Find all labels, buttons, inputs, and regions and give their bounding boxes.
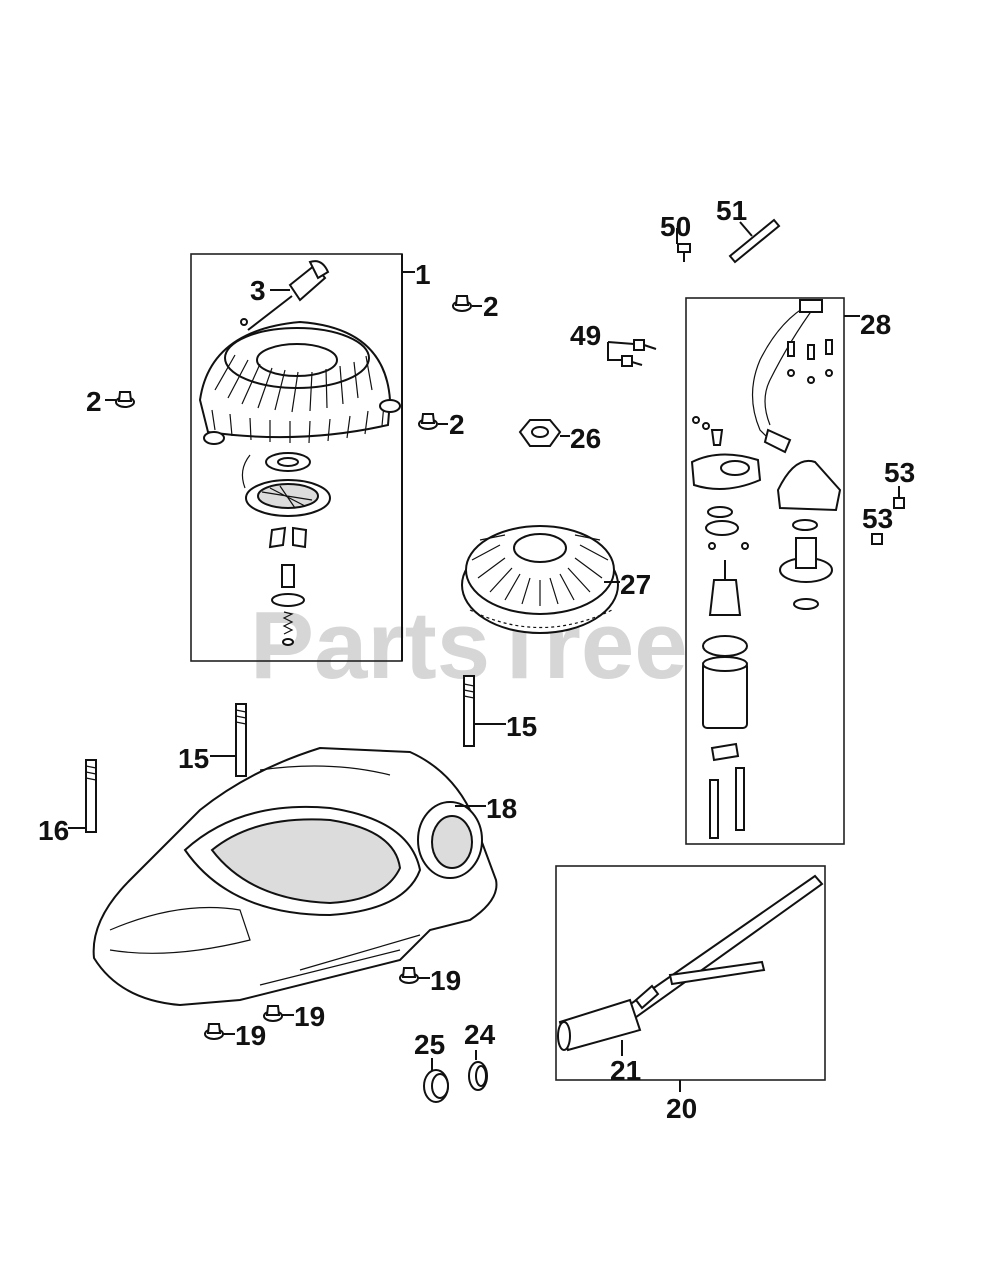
callout-3: 3 xyxy=(250,275,266,306)
callout-15a: 15 xyxy=(178,743,209,774)
blower-housing xyxy=(92,746,498,1007)
callout-19b: 19 xyxy=(294,1001,325,1032)
starter-motor-group-box xyxy=(685,297,845,845)
screw-50 xyxy=(677,243,691,262)
flange-nut-2b xyxy=(115,391,135,408)
callout-21: 21 xyxy=(610,1055,641,1086)
callout-53b: 53 xyxy=(862,503,893,534)
callout-16: 16 xyxy=(38,815,69,846)
flywheel-nut xyxy=(518,419,562,447)
callout-51: 51 xyxy=(716,195,747,226)
callout-2b: 2 xyxy=(86,386,102,417)
grommet-24 xyxy=(468,1061,488,1091)
callout-1: 1 xyxy=(415,259,431,290)
fuel-line-assembly xyxy=(557,874,824,1052)
pin-53b xyxy=(871,533,883,545)
pin-53a xyxy=(893,497,905,509)
callout-27: 27 xyxy=(620,569,651,600)
stud-15-left xyxy=(235,703,247,777)
starter-handle xyxy=(247,260,330,331)
stud-16 xyxy=(85,759,97,833)
callout-28: 28 xyxy=(860,309,891,340)
callout-15b: 15 xyxy=(506,711,537,742)
nut-19b xyxy=(263,1005,283,1022)
callout-20: 20 xyxy=(666,1093,697,1124)
callout-25: 25 xyxy=(414,1029,445,1060)
nut-19c xyxy=(204,1023,224,1040)
stud-15-right xyxy=(463,675,475,747)
recoil-pulley-stack xyxy=(241,452,331,646)
nut-19a xyxy=(399,967,419,984)
callout-18: 18 xyxy=(486,793,517,824)
callout-19a: 19 xyxy=(430,965,461,996)
flywheel xyxy=(461,525,619,634)
callout-26: 26 xyxy=(570,423,601,454)
pin-51 xyxy=(728,218,781,264)
callout-53a: 53 xyxy=(884,457,915,488)
grommet-25 xyxy=(423,1069,449,1103)
flange-nut-2c xyxy=(418,413,438,430)
callout-2c: 2 xyxy=(449,409,465,440)
callout-24: 24 xyxy=(464,1019,496,1050)
callout-19c: 19 xyxy=(235,1020,266,1051)
starter-motor-parts xyxy=(690,299,842,839)
callout-50: 50 xyxy=(660,211,691,242)
callout-49: 49 xyxy=(570,320,601,351)
flange-nut-2a xyxy=(452,295,472,312)
starter-housing xyxy=(198,320,401,445)
callout-2a: 2 xyxy=(483,291,499,322)
fuel-line-group-box xyxy=(555,865,826,1081)
